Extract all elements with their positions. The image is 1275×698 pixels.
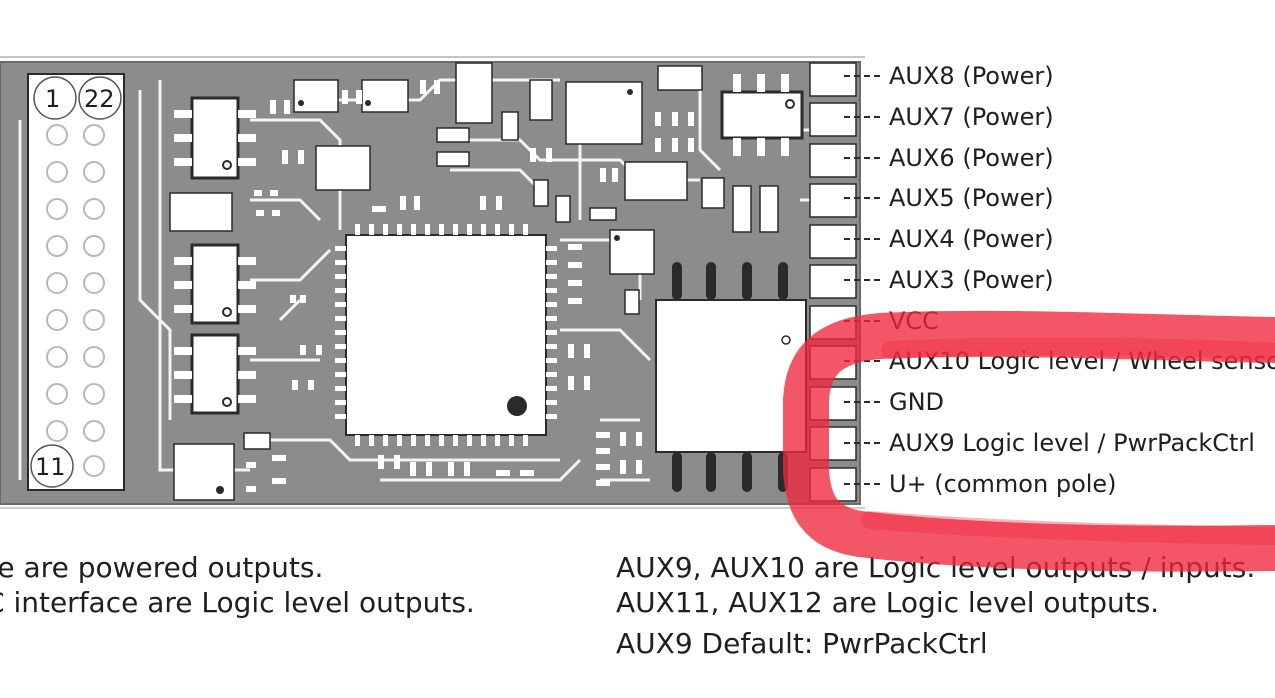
label-aux10: AUX10 Logic level / Wheel senso	[889, 347, 1275, 375]
label-vcc: VCC	[889, 307, 939, 335]
label-gnd: GND	[889, 388, 944, 416]
label-aux4: AUX4 (Power)	[889, 225, 1054, 253]
label-aux5: AUX5 (Power)	[889, 184, 1054, 212]
pin-number-11: 11	[35, 453, 66, 481]
label-aux9: AUX9 Logic level / PwrPackCtrl	[889, 429, 1255, 457]
note-left-logic-outputs: C interface are Logic level outputs.	[0, 586, 475, 619]
note-aux11-aux12: AUX11, AUX12 are Logic level outputs.	[616, 586, 1160, 619]
pin-number-22: 22	[84, 85, 115, 113]
label-aux6: AUX6 (Power)	[889, 144, 1054, 172]
note-aux9-default: AUX9 Default: PwrPackCtrl	[616, 627, 988, 660]
note-left-powered-outputs: ce are powered outputs.	[0, 551, 324, 584]
label-u-plus: U+ (common pole)	[889, 470, 1117, 498]
label-aux3: AUX3 (Power)	[889, 266, 1054, 294]
pin-number-1: 1	[45, 85, 60, 113]
label-aux7: AUX7 (Power)	[889, 103, 1054, 131]
pcb-board: 1 22 11	[0, 56, 865, 509]
label-aux8: AUX8 (Power)	[889, 62, 1054, 90]
note-aux9-aux10: AUX9, AUX10 are Logic level outputs / in…	[616, 551, 1256, 584]
